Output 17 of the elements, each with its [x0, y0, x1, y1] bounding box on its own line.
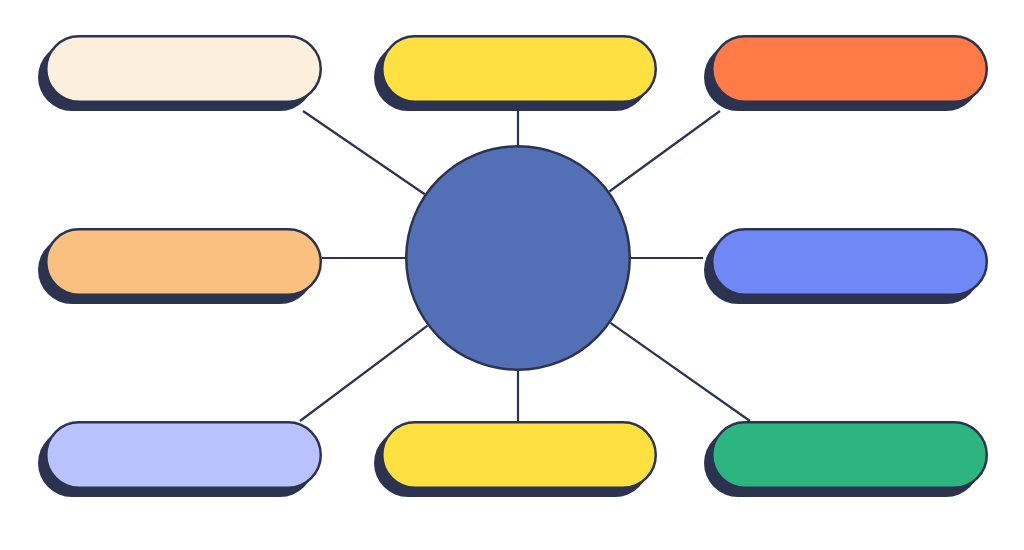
connector-line	[609, 322, 751, 422]
rounded-pill	[703, 421, 988, 497]
rounded-pill	[37, 228, 322, 304]
connector-line	[302, 110, 426, 196]
connector-line	[631, 256, 703, 260]
connector-line	[516, 371, 520, 421]
connector-line	[299, 324, 429, 422]
rounded-pill	[37, 421, 322, 497]
rounded-pill	[703, 228, 988, 304]
connector-line	[322, 256, 405, 260]
connector-line	[516, 111, 520, 145]
rounded-pill	[703, 35, 988, 111]
rounded-pill	[373, 421, 657, 497]
connector-line	[608, 110, 721, 193]
rounded-pill	[37, 35, 322, 111]
rounded-pill	[373, 35, 657, 111]
center-circle	[405, 145, 631, 371]
